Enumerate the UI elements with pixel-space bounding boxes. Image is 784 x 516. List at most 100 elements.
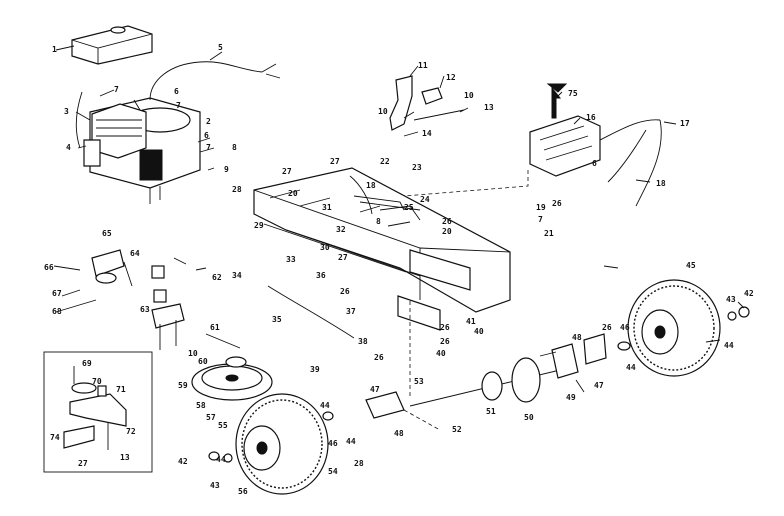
callout-40b: 40	[474, 327, 484, 336]
callout-41: 41	[466, 317, 476, 326]
callout-8b: 8	[376, 217, 381, 226]
callout-27d: 27	[78, 459, 88, 468]
callout-55: 55	[218, 421, 228, 430]
engine	[75, 61, 281, 204]
callout-18a: 18	[656, 179, 666, 188]
callout-27b: 27	[330, 157, 340, 166]
callout-26d: 26	[440, 323, 450, 332]
engine-pulley	[191, 356, 273, 401]
callout-65: 65	[102, 229, 112, 238]
callout-63: 63	[140, 305, 150, 314]
callout-26c: 26	[340, 287, 350, 296]
callout-36: 36	[316, 271, 326, 280]
callout-70: 70	[92, 377, 102, 386]
callout-28b: 28	[354, 459, 364, 468]
right-rear-tire	[617, 279, 750, 377]
callout-27c: 27	[338, 253, 348, 262]
callout-26g: 26	[374, 353, 384, 362]
callout-27a: 27	[282, 167, 292, 176]
callout-26f: 26	[602, 323, 612, 332]
callout-22: 22	[380, 157, 390, 166]
callout-26a: 26	[442, 217, 452, 226]
callout-labels: 1 2 3 4 5 6 7 7 7 6 8 9 11 12 10 13 10 1…	[44, 43, 754, 496]
callout-13: 13	[484, 103, 494, 112]
callout-46b: 46	[328, 439, 338, 448]
callout-38: 38	[358, 337, 368, 346]
callout-34: 34	[232, 271, 242, 280]
callout-12: 12	[446, 73, 456, 82]
callout-3: 3	[64, 107, 69, 116]
callout-49: 49	[566, 393, 576, 402]
callout-44b: 44	[626, 363, 636, 372]
callout-29: 29	[254, 221, 264, 230]
rear-axle-assembly	[365, 300, 607, 431]
callout-75: 75	[568, 89, 578, 98]
callout-74: 74	[50, 433, 60, 442]
callout-6b: 6	[204, 131, 209, 140]
callout-47a: 47	[594, 381, 604, 390]
callout-20a: 20	[288, 189, 298, 198]
callout-50: 50	[524, 413, 534, 422]
callout-25: 25	[404, 203, 414, 212]
callout-58: 58	[196, 401, 206, 410]
callout-32: 32	[336, 225, 346, 234]
shift-lever-assembly	[389, 75, 465, 137]
callout-44a: 44	[724, 341, 734, 350]
callout-60: 60	[198, 357, 208, 366]
callout-7b: 7	[176, 101, 181, 110]
main-frame	[253, 167, 511, 331]
callout-5: 5	[218, 43, 223, 52]
transmission	[403, 83, 662, 207]
callout-64: 64	[130, 249, 140, 258]
callout-47b: 47	[370, 385, 380, 394]
callout-17: 17	[680, 119, 690, 128]
callout-9: 9	[224, 165, 229, 174]
callout-39: 39	[310, 365, 320, 374]
callout-72: 72	[126, 427, 136, 436]
callout-68: 68	[52, 307, 62, 316]
callout-10b: 10	[378, 107, 388, 116]
callout-11: 11	[418, 61, 428, 70]
left-front-tire	[208, 393, 334, 495]
callout-30: 30	[320, 243, 330, 252]
callout-48b: 48	[394, 429, 404, 438]
callout-56: 56	[238, 487, 248, 496]
callout-6c: 6	[592, 159, 597, 168]
callout-51: 51	[486, 407, 496, 416]
callout-59: 59	[178, 381, 188, 390]
callout-13b: 13	[120, 453, 130, 462]
idler-bracket-assembly	[91, 249, 207, 350]
callout-67: 67	[52, 289, 62, 298]
callout-20b: 20	[442, 227, 452, 236]
callout-44e: 44	[216, 455, 226, 464]
callout-33: 33	[286, 255, 296, 264]
callout-28: 28	[232, 185, 242, 194]
callout-7a: 7	[114, 85, 119, 94]
callout-7d: 7	[538, 215, 543, 224]
callout-42b: 42	[178, 457, 188, 466]
callout-40: 40	[436, 349, 446, 358]
callout-45: 45	[686, 261, 696, 270]
callout-54: 54	[328, 467, 338, 476]
callout-42a: 42	[744, 289, 754, 298]
callout-6a: 6	[174, 87, 179, 96]
callout-26e: 26	[440, 337, 450, 346]
callout-31: 31	[322, 203, 332, 212]
callout-44d: 44	[346, 437, 356, 446]
callout-18b: 18	[366, 181, 376, 190]
inset-detail-box	[43, 351, 153, 473]
callout-46a: 46	[620, 323, 630, 332]
callout-52: 52	[452, 425, 462, 434]
callout-48: 48	[572, 333, 582, 342]
callout-1: 1	[52, 45, 57, 54]
callout-71: 71	[116, 385, 126, 394]
callout-69: 69	[82, 359, 92, 368]
callout-2: 2	[206, 117, 211, 126]
callout-24: 24	[420, 195, 430, 204]
fuel-tank	[71, 25, 153, 65]
callout-14: 14	[422, 129, 432, 138]
callout-19: 19	[536, 203, 546, 212]
leader-lines	[53, 45, 745, 393]
drive-rod	[205, 285, 355, 349]
